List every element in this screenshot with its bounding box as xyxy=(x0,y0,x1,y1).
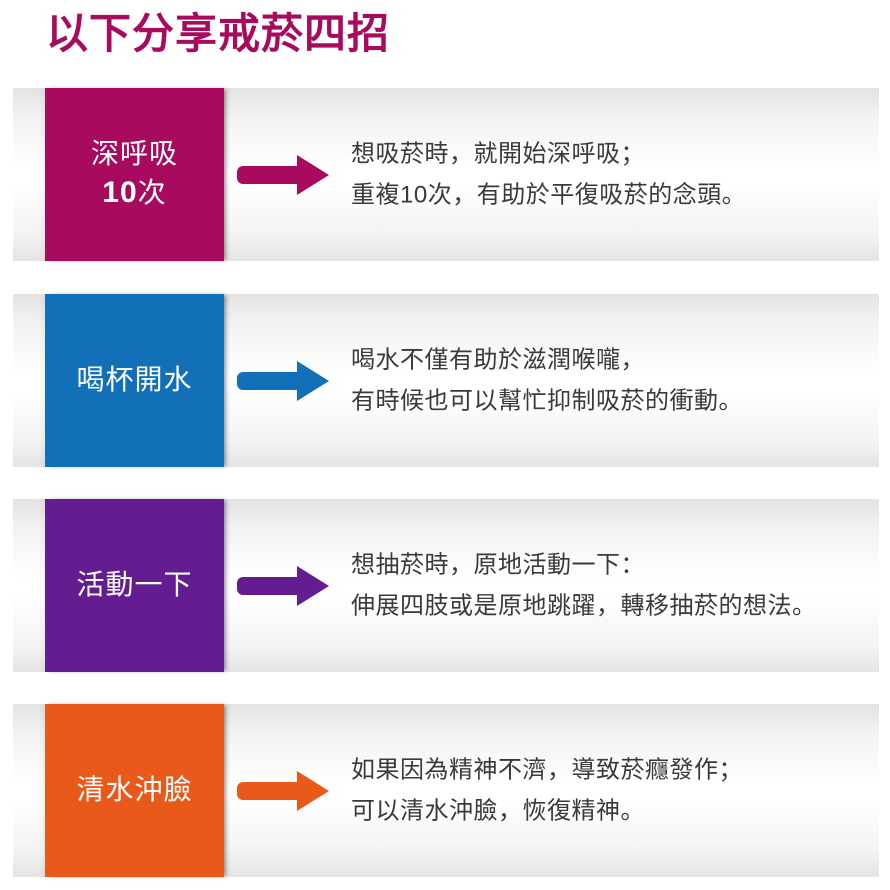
color-block: 清水沖臉 xyxy=(45,704,224,877)
description-line: 可以清水沖臉，恢復精神。 xyxy=(351,797,645,825)
tip-card-splash-face: 清水沖臉 如果因為精神不濟，導致菸癮發作； 可以清水沖臉，恢復精神。 xyxy=(13,704,879,877)
page-title: 以下分享戒菸四招 xyxy=(46,10,391,57)
block-sub-number: 10 xyxy=(102,176,138,210)
block-sublabel: 10次 xyxy=(102,173,166,213)
tip-description: 喝水不僅有助於滋潤喉嚨， 有時候也可以幫忙抑制吸菸的衝動。 xyxy=(351,339,743,422)
block-label: 喝杯開水 xyxy=(76,364,193,396)
color-block: 深呼吸 10次 xyxy=(45,88,224,261)
tip-card-deep-breathing: 深呼吸 10次 想吸菸時，就開始深呼吸； 重複10次，有助於平復吸菸的念頭。 xyxy=(13,88,879,261)
tip-description: 想吸菸時，就開始深呼吸； 重複10次，有助於平復吸菸的念頭。 xyxy=(351,133,746,216)
description-line: 重複10次，有助於平復吸菸的念頭。 xyxy=(351,181,747,209)
block-label: 深呼吸 xyxy=(90,138,178,170)
tip-description: 如果因為精神不濟，導致菸癮發作； 可以清水沖臉，恢復精神。 xyxy=(351,749,743,832)
arrow-right-icon xyxy=(237,359,331,403)
arrow-right-icon xyxy=(237,564,331,608)
block-label: 活動一下 xyxy=(76,569,193,601)
description-line: 喝水不僅有助於滋潤喉嚨， xyxy=(351,346,645,374)
description-line: 想吸菸時，就開始深呼吸； xyxy=(351,140,645,168)
color-block: 喝杯開水 xyxy=(45,294,224,467)
arrow-right-icon xyxy=(237,769,331,813)
color-block: 活動一下 xyxy=(45,499,224,672)
description-line: 有時候也可以幫忙抑制吸菸的衝動。 xyxy=(351,387,743,415)
description-line: 如果因為精神不濟，導致菸癮發作； xyxy=(351,756,743,784)
tip-card-move-around: 活動一下 想抽菸時，原地活動一下： 伸展四肢或是原地跳躍，轉移抽菸的想法。 xyxy=(13,499,879,672)
tip-card-drink-water: 喝杯開水 喝水不僅有助於滋潤喉嚨， 有時候也可以幫忙抑制吸菸的衝動。 xyxy=(13,294,879,467)
tip-description: 想抽菸時，原地活動一下： 伸展四肢或是原地跳躍，轉移抽菸的想法。 xyxy=(351,544,817,627)
block-sub-unit: 次 xyxy=(137,177,167,209)
arrow-right-icon xyxy=(237,153,331,197)
description-line: 伸展四肢或是原地跳躍，轉移抽菸的想法。 xyxy=(351,592,817,620)
description-line: 想抽菸時，原地活動一下： xyxy=(351,551,645,579)
block-label: 清水沖臉 xyxy=(76,774,193,806)
